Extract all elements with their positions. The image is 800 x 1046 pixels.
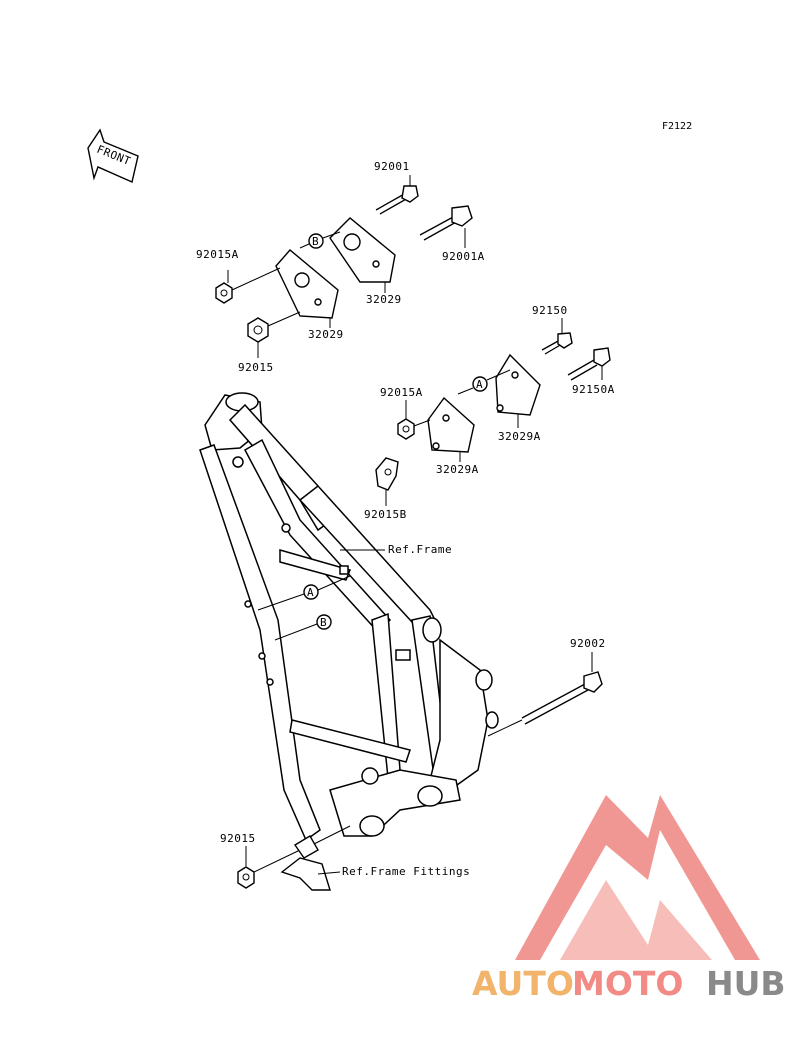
frame <box>199 392 499 842</box>
part-92001A[interactable]: 92001A <box>442 250 485 263</box>
bolt-92150A[interactable] <box>567 347 611 381</box>
bolt-92150[interactable] <box>541 332 573 355</box>
nut-92015-top[interactable] <box>247 317 269 343</box>
automotohub-logo-mark <box>515 795 760 960</box>
part-92150[interactable]: 92150 <box>532 304 568 317</box>
bracket-32029A-left[interactable] <box>427 396 475 453</box>
frame-fitting[interactable] <box>280 835 331 891</box>
marker-b-top <box>308 233 324 249</box>
bolt-92001[interactable] <box>375 185 419 215</box>
bolt-92001A[interactable] <box>419 205 473 241</box>
wordmark-auto: AUTO <box>472 964 574 1003</box>
wordmark-hub: HUB <box>706 964 786 1003</box>
bracket-32029-right[interactable] <box>329 217 396 283</box>
front-arrow-icon: FRONT <box>87 128 139 183</box>
part-92015-bottom[interactable]: 92015 <box>220 832 256 845</box>
nut-92015B[interactable] <box>375 457 399 491</box>
automotohub-wordmark: AUTO MOTO HUB <box>472 964 786 1003</box>
part-92015B[interactable]: 92015B <box>364 508 407 521</box>
part-92015-top[interactable]: 92015 <box>238 361 274 374</box>
part-32029A-left[interactable]: 32029A <box>436 463 479 476</box>
part-92015A-top[interactable]: 92015A <box>196 248 239 261</box>
marker-a-mid-label: A <box>476 378 483 391</box>
marker-a-mid <box>472 376 488 392</box>
bracket-32029-left[interactable] <box>275 249 339 319</box>
nut-92015A-top[interactable] <box>215 282 233 304</box>
bracket-32029A-right[interactable] <box>495 353 541 416</box>
part-92001[interactable]: 92001 <box>374 160 410 173</box>
marker-a-frame-label: A <box>307 586 314 599</box>
ref-frame-fittings-label[interactable]: Ref.Frame Fittings <box>342 865 470 878</box>
part-32029-a[interactable]: 32029 <box>366 293 402 306</box>
nut-92015-bottom[interactable] <box>237 866 255 889</box>
marker-a-frame <box>303 584 319 600</box>
marker-b-frame <box>316 614 332 630</box>
marker-b-top-label: B <box>312 235 319 248</box>
bolt-92002[interactable] <box>521 671 603 725</box>
ref-frame-label[interactable]: Ref.Frame <box>388 543 452 556</box>
part-32029A-right[interactable]: 32029A <box>498 430 541 443</box>
figure-code: F2122 <box>662 121 692 132</box>
part-92150A[interactable]: 92150A <box>572 383 615 396</box>
part-92015A-mid[interactable]: 92015A <box>380 386 423 399</box>
marker-b-frame-label: B <box>320 616 327 629</box>
wordmark-moto: MOTO <box>572 964 683 1003</box>
part-32029-b[interactable]: 32029 <box>308 328 344 341</box>
nut-92015A-mid[interactable] <box>397 418 415 440</box>
part-92002[interactable]: 92002 <box>570 637 606 650</box>
